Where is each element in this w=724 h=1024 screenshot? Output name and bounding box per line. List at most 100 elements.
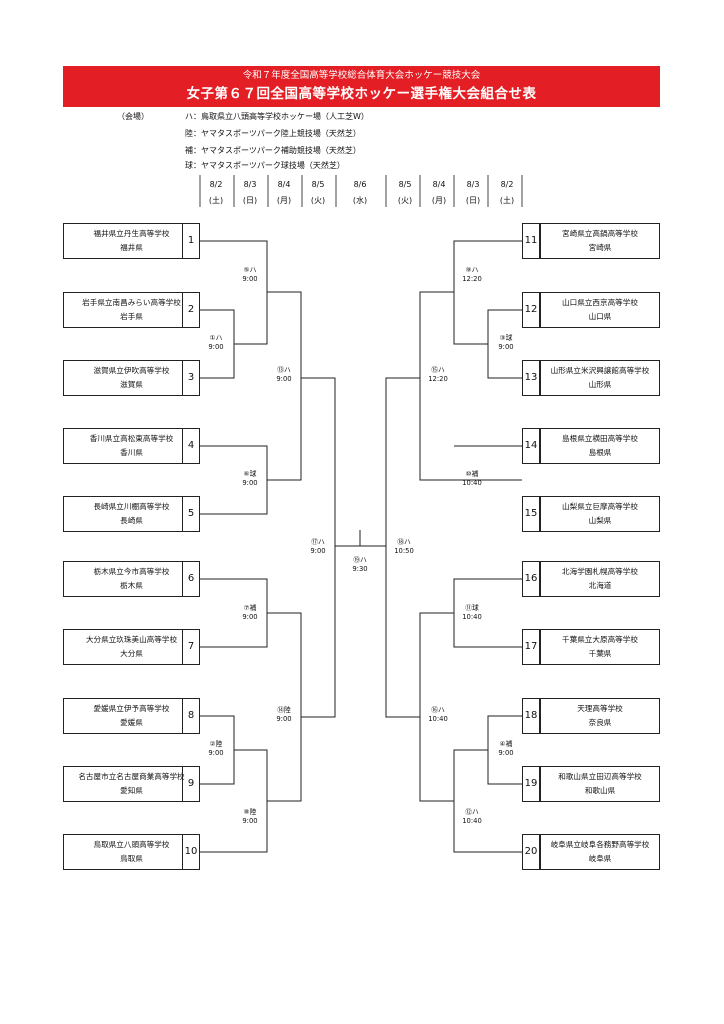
team-name: 名古屋市立名古屋商業高等学校 (78, 772, 185, 781)
team-box: 山口県立西京高等学校山口県 (540, 292, 660, 328)
date-column: 8/5(火) (302, 177, 334, 209)
team-box: 山形県立米沢興譲館高等学校山形県 (540, 360, 660, 396)
team-prefecture: 和歌山県 (584, 786, 616, 795)
day-label: (月) (431, 196, 447, 205)
team-name: 鳥取県立八頭高等学校 (93, 840, 170, 849)
team-number: 6 (182, 561, 200, 597)
team-number: 16 (522, 561, 540, 597)
team-name: 宮崎県立高鍋高等学校 (562, 229, 638, 238)
team-number: 13 (522, 360, 540, 396)
team-number: 3 (182, 360, 200, 396)
date-column: 8/6(水) (344, 177, 376, 209)
team-number: 1 (182, 223, 200, 259)
team-prefecture: 宮崎県 (588, 243, 612, 252)
team-name: 山形県立米沢興譲館高等学校 (550, 366, 650, 375)
date-label: 8/5 (398, 180, 412, 189)
team-name: 長崎県立川棚高等学校 (93, 502, 170, 511)
date-label: 8/3 (466, 180, 480, 189)
team-box: 千葉県立大原高等学校千葉県 (540, 629, 660, 665)
team-name: 島根県立横田高等学校 (562, 434, 638, 443)
venue-item: 陸：ヤマタスポーツパーク陸上競技場（天然芝） (185, 129, 361, 138)
date-column: 8/3 (日) (457, 177, 489, 209)
team-number: 8 (182, 698, 200, 734)
team-box: 栃木県立今市高等学校栃木県 (63, 561, 200, 597)
team-prefecture: 愛知県 (120, 786, 143, 795)
team-prefecture: 岐阜県 (588, 854, 612, 863)
team-number: 17 (522, 629, 540, 665)
team-name: 岐阜県立岐阜各務野高等学校 (550, 840, 650, 849)
day-label: (月) (276, 196, 292, 205)
team-name: 千葉県立大原高等学校 (562, 635, 638, 644)
day-label: (火) (397, 196, 413, 205)
day-label: (土) (208, 196, 224, 205)
team-prefecture: 千葉県 (588, 649, 612, 658)
team-number: 12 (522, 292, 540, 328)
team-prefecture: 岩手県 (120, 312, 143, 321)
team-box: 愛媛県立伊予高等学校愛媛県 (63, 698, 200, 734)
team-number: 10 (182, 834, 200, 870)
team-box: 滋賀県立伊吹高等学校滋賀県 (63, 360, 200, 396)
team-number: 20 (522, 834, 540, 870)
team-box: 長崎県立川棚高等学校長崎県 (63, 496, 200, 532)
team-box: 名古屋市立名古屋商業高等学校愛知県 (63, 766, 200, 802)
team-prefecture: 北海道 (588, 581, 612, 590)
team-name: 北海学園札幌高等学校 (562, 567, 638, 576)
day-label: (日) (242, 196, 258, 205)
team-name: 岩手県立南昌みらい高等学校 (82, 298, 181, 307)
team-box: 香川県立高松東高等学校香川県 (63, 428, 200, 464)
competition-subtitle: 令和７年度全国高等学校総合体育大会ホッケー競技大会 (242, 70, 481, 81)
team-box: 岩手県立南昌みらい高等学校岩手県 (63, 292, 200, 328)
team-prefecture: 山口県 (588, 312, 612, 321)
team-prefecture: 鳥取県 (120, 854, 143, 863)
team-name: 山口県立西京高等学校 (562, 298, 638, 307)
team-name: 香川県立高松東高等学校 (89, 434, 174, 443)
day-label: (日) (465, 196, 481, 205)
team-prefecture: 香川県 (120, 448, 143, 457)
team-number: 5 (182, 496, 200, 532)
date-label: 8/4 (432, 180, 446, 189)
date-column: 8/4 (月) (423, 177, 455, 209)
page-title: 女子第６７回全国高等学校ホッケー選手権大会組合せ表 (186, 86, 537, 102)
day-label: (火) (310, 196, 326, 205)
team-box: 天理高等学校奈良県 (540, 698, 660, 734)
team-box: 北海学園札幌高等学校北海道 (540, 561, 660, 597)
team-prefecture: 滋賀県 (120, 380, 143, 389)
team-number: 9 (182, 766, 200, 802)
team-prefecture: 島根県 (588, 448, 612, 457)
team-number: 2 (182, 292, 200, 328)
team-box: 鳥取県立八頭高等学校鳥取県 (63, 834, 200, 870)
team-prefecture: 栃木県 (120, 581, 143, 590)
date-label: 8/4 (277, 180, 291, 189)
team-name: 福井県立丹生高等学校 (93, 229, 170, 238)
team-box: 山梨県立巨摩高等学校山梨県 (540, 496, 660, 532)
team-box: 大分県立玖珠美山高等学校大分県 (63, 629, 200, 665)
team-name: 栃木県立今市高等学校 (93, 567, 170, 576)
date-column: 8/5 (火) (389, 177, 421, 209)
team-prefecture: 奈良県 (588, 718, 612, 727)
date-column: 8/4 (月) (268, 177, 300, 209)
team-prefecture: 長崎県 (120, 516, 143, 525)
team-number: 7 (182, 629, 200, 665)
day-label: (土) (499, 196, 515, 205)
team-prefecture: 大分県 (120, 649, 143, 658)
venue-item: 球：ヤマタスポーツパーク球技場（天然芝） (185, 161, 345, 170)
title-banner: 令和７年度全国高等学校総合体育大会ホッケー競技大会 女子第６７回全国高等学校ホッ… (63, 66, 660, 107)
team-prefecture: 山梨県 (588, 516, 612, 525)
team-name: 愛媛県立伊予高等学校 (93, 704, 170, 713)
venue-label: （会場） (117, 112, 149, 121)
team-name: 山梨県立巨摩高等学校 (562, 502, 638, 511)
team-name: 天理高等学校 (577, 704, 623, 713)
team-prefecture: 愛媛県 (120, 718, 143, 727)
team-prefecture: 山形県 (588, 380, 612, 389)
